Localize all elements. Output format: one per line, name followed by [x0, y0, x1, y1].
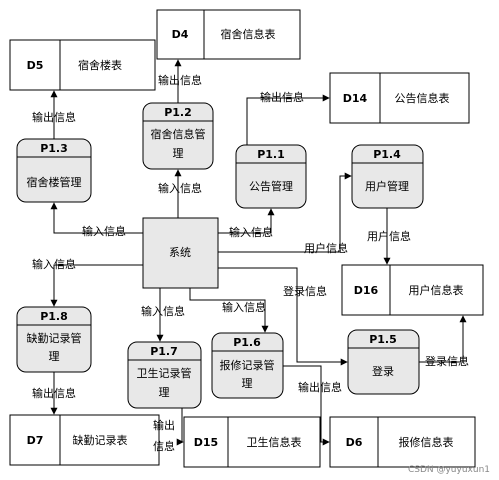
process-label: 理 — [242, 377, 253, 390]
store-id: D4 — [172, 28, 189, 41]
flow-label: 输入信息 — [32, 257, 76, 271]
flow-label: 输入信息 — [158, 181, 202, 195]
process-label: 登录 — [372, 364, 394, 378]
store-name: 用户信息表 — [409, 283, 464, 297]
flow-label: 输入信息 — [82, 224, 126, 238]
store-name: 宿舍信息表 — [221, 27, 276, 41]
store-d6: D6 报修信息表 — [329, 416, 476, 468]
store-id: D14 — [343, 92, 368, 105]
system-label: 系统 — [169, 246, 191, 259]
store-name: 宿舍楼表 — [78, 58, 122, 72]
flow-label: 输出信息 — [32, 110, 76, 124]
system-node: 系统 — [142, 217, 219, 289]
process-p18: P1.8 缺勤记录管 理 — [16, 306, 92, 373]
store-id: D15 — [194, 436, 218, 449]
process-label: 公告管理 — [249, 179, 293, 193]
process-p12: P1.2 宿舍信息管 理 — [142, 102, 214, 170]
process-id: P1.2 — [164, 106, 192, 119]
flow-label: 输出信息 — [158, 73, 202, 87]
store-d14: D14 公告信息表 — [329, 72, 470, 124]
flow-label: 输出信息 — [260, 90, 304, 104]
store-d7: D7 缺勤记录表 — [9, 414, 160, 466]
flow-labels: 输出信息 输出信息 输入信息 输入信息 输出信息 输入信息 用户信息 输入信息 … — [32, 73, 469, 453]
process-p16: P1.6 报修记录管 理 — [211, 332, 284, 399]
flow-label: 信息 — [153, 439, 175, 453]
process-label: 理 — [159, 386, 170, 399]
store-name: 卫生信息表 — [247, 435, 302, 449]
flow-label: 用户信息 — [304, 241, 348, 255]
store-d5: D5 宿舍楼表 — [9, 39, 156, 91]
process-id: P1.3 — [40, 142, 68, 155]
flow-label: 输入信息 — [229, 225, 273, 239]
process-label: 宿舍信息管 — [151, 127, 206, 141]
process-label: 用户管理 — [365, 179, 409, 193]
flow-label: 输入信息 — [141, 304, 185, 318]
store-id: D7 — [27, 434, 44, 447]
store-name: 公告信息表 — [395, 91, 450, 105]
flow-label: 登录信息 — [283, 284, 327, 298]
flow-label: 输入信息 — [222, 300, 266, 314]
process-id: P1.8 — [40, 310, 68, 323]
process-p13: P1.3 宿舍楼管理 — [16, 138, 92, 203]
process-label: 卫生记录管 — [137, 366, 192, 380]
store-d4: D4 宿舍信息表 — [156, 9, 301, 60]
process-p17: P1.7 卫生记录管 理 — [127, 341, 202, 409]
process-label: 理 — [49, 350, 60, 363]
process-id: P1.7 — [150, 345, 178, 358]
flow-label: 输出 — [153, 418, 175, 432]
flow-label: 用户信息 — [367, 229, 411, 243]
flow-label: 输出信息 — [32, 386, 76, 400]
process-p15: P1.5 登录 — [347, 329, 420, 395]
process-p14: P1.4 用户管理 — [351, 144, 424, 209]
watermark: CSDN @yuyuxun1 — [408, 465, 490, 475]
process-id: P1.4 — [373, 148, 401, 161]
store-name: 报修信息表 — [399, 435, 454, 449]
process-id: P1.6 — [233, 336, 261, 349]
store-id: D16 — [354, 284, 379, 297]
store-id: D6 — [346, 436, 363, 449]
store-d15: D15 卫生信息表 — [183, 416, 321, 468]
flow-label: 输出信息 — [298, 380, 342, 394]
store-name: 缺勤记录表 — [73, 433, 128, 447]
process-label: 报修记录管 — [220, 358, 275, 372]
flow-lines — [50, 59, 467, 446]
process-label: 理 — [173, 147, 184, 160]
process-label: 宿舍楼管理 — [27, 175, 82, 189]
process-id: P1.5 — [369, 333, 397, 346]
store-d16: D16 用户信息表 — [341, 264, 484, 316]
process-label: 缺勤记录管 — [27, 331, 82, 345]
process-id: P1.1 — [257, 148, 285, 161]
flow-label: 登录信息 — [425, 354, 469, 368]
store-id: D5 — [27, 59, 44, 72]
process-p11: P1.1 公告管理 — [235, 144, 307, 209]
